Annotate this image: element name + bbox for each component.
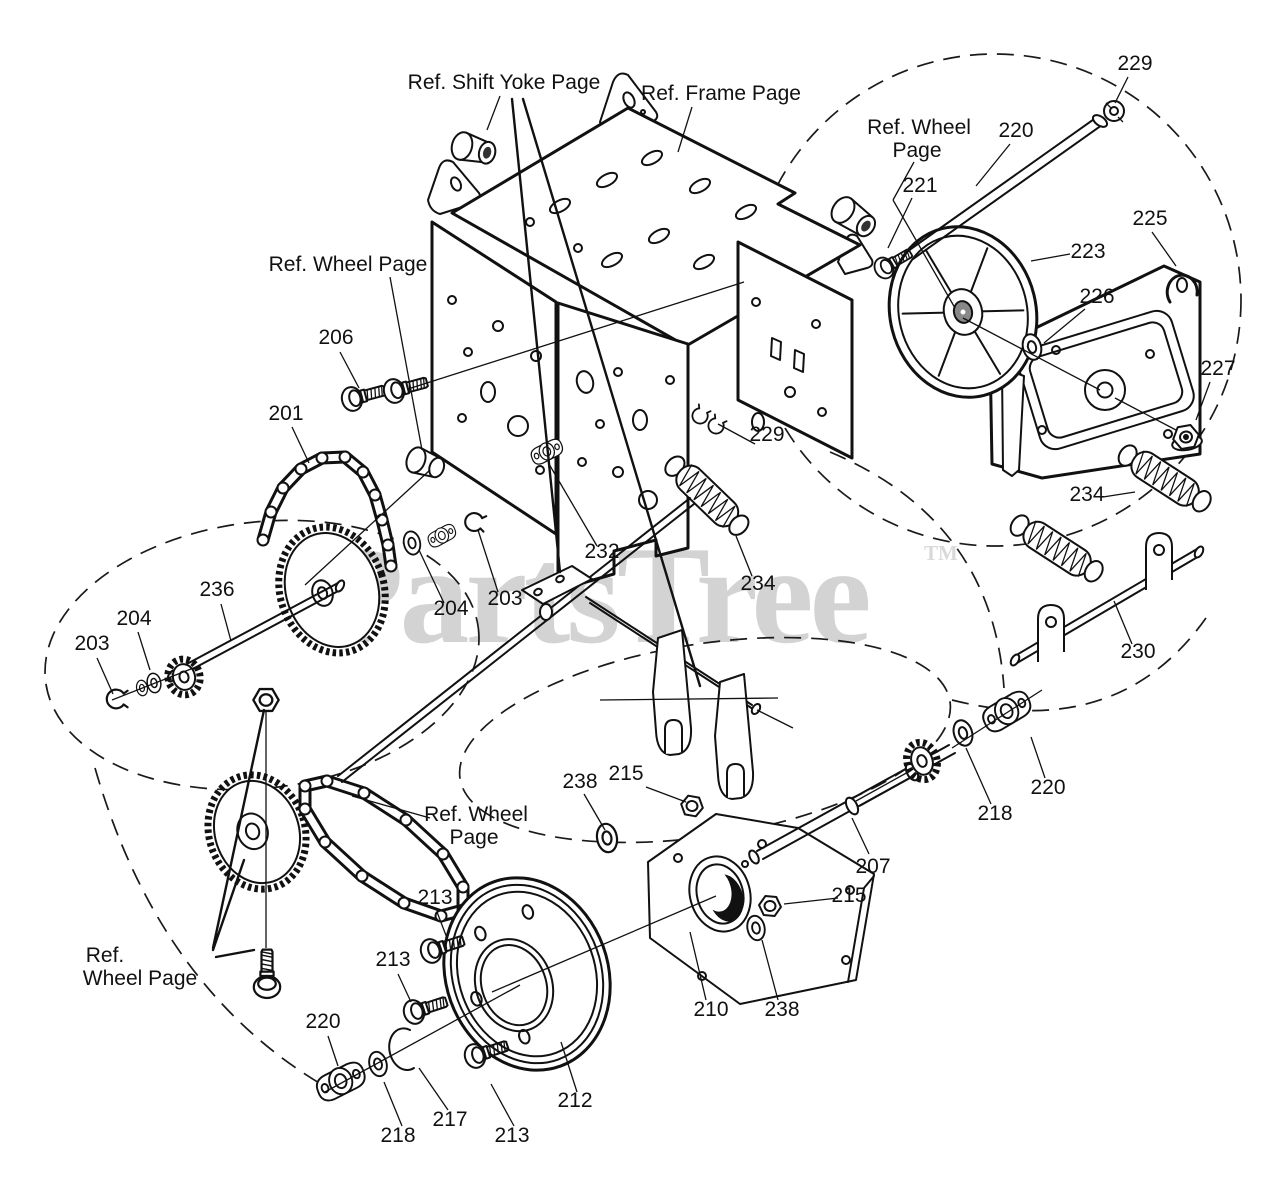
part-labels: Ref. Shift Yoke Page Ref. Frame Page Ref…: [74, 52, 1235, 1147]
label-213-b: 213: [375, 948, 410, 971]
label-238-bottom: 238: [764, 998, 799, 1021]
shift-fork: [652, 629, 755, 800]
label-229-mid: 229: [749, 423, 784, 446]
bushing-shift-yoke: [450, 131, 497, 165]
label-215-right: 215: [831, 884, 866, 907]
friction-drum-212: [442, 876, 612, 1072]
label-227: 227: [1200, 357, 1235, 380]
sprocket-207: [903, 738, 941, 784]
axle-220-top: [907, 114, 1109, 260]
nut-left: [252, 687, 280, 713]
shaft-bracket-a: [1145, 532, 1173, 590]
frame-left-plate-holes: [447, 295, 545, 475]
label-ref-wheel-page-top: Ref. Wheel: [867, 116, 971, 139]
clevis-bracket: [521, 565, 593, 621]
label-220-top: 220: [998, 119, 1033, 142]
frame-center-plate: [556, 301, 690, 592]
label-212: 212: [557, 1089, 592, 1112]
label-ref-wheel-page-mid: Page: [449, 826, 498, 849]
shaft-bracket-b: [1037, 604, 1065, 662]
frame-left-plate: [430, 220, 558, 536]
drive-gear-upper: [275, 523, 389, 657]
label-238-top: 238: [562, 770, 597, 793]
label-ref-wheel-page-left: Ref. Wheel Page: [269, 253, 428, 276]
panel-support-leg: [1001, 367, 1025, 477]
label-204-left: 204: [116, 607, 151, 630]
washer-218-bottom: [365, 1048, 391, 1080]
watermark-tm: TM: [924, 541, 958, 565]
assembly-axis-lines: [111, 199, 1177, 1093]
label-223: 223: [1070, 240, 1105, 263]
label-232: 232: [584, 540, 619, 563]
label-ref-wheel-page-bottom: Ref.: [86, 944, 125, 967]
washer-218-right: [949, 716, 977, 750]
label-218-right: 218: [977, 802, 1012, 825]
frame-right-plate-holes: [751, 297, 827, 432]
bolt-206-a: [338, 377, 389, 415]
wheel-spokes: [901, 247, 1025, 377]
label-213-a: 213: [417, 886, 452, 909]
label-201: 201: [268, 402, 303, 425]
label-203-mid: 203: [487, 587, 522, 610]
label-217: 217: [432, 1108, 467, 1131]
frame-deck-holes: [525, 149, 758, 271]
label-206: 206: [318, 326, 353, 349]
label-ref-wheel-page-mid: Ref. Wheel: [424, 803, 528, 826]
label-220-bottom: 220: [305, 1010, 340, 1033]
label-210: 210: [693, 998, 728, 1021]
clip-229-mid-b: [704, 413, 729, 438]
label-234-mid: 234: [740, 572, 775, 595]
bracket-225: [1165, 273, 1199, 304]
label-ref-wheel-page-top: Page: [892, 139, 941, 162]
hex-shaft-230: [1009, 532, 1205, 667]
label-ref-frame-page: Ref. Frame Page: [641, 82, 801, 105]
label-220-right: 220: [1030, 776, 1065, 799]
label-236: 236: [199, 578, 234, 601]
drive-chain-201: [256, 450, 398, 573]
label-221: 221: [902, 174, 937, 197]
side-panel: [988, 264, 1202, 480]
leader-lines: [96, 76, 1211, 1127]
frame-center-plate-holes: [575, 367, 675, 510]
label-230: 230: [1120, 640, 1155, 663]
shift-rod: [337, 497, 695, 783]
axle-207: [741, 744, 956, 868]
washer-238-top: [593, 821, 621, 855]
label-229-top: 229: [1117, 52, 1152, 75]
label-213-c: 213: [494, 1124, 529, 1147]
label-ref-shift-yoke-page: Ref. Shift Yoke Page: [408, 71, 601, 94]
label-207: 207: [855, 855, 890, 878]
nut-215-top: [678, 793, 706, 819]
label-ref-wheel-page-bottom: Wheel Page: [83, 967, 197, 990]
clip-229-top: [1103, 100, 1125, 123]
snap-ring-217: [388, 1027, 415, 1071]
flange-nut-227: [1171, 424, 1203, 452]
spring-234-lower: [1004, 507, 1109, 590]
label-203-left: 203: [74, 632, 109, 655]
label-215-top: 215: [608, 762, 643, 785]
bushing-221: [830, 196, 877, 238]
label-234-right: 234: [1069, 483, 1104, 506]
label-218-bottom: 218: [380, 1124, 415, 1147]
frame-assembly: [427, 72, 874, 592]
label-225: 225: [1132, 207, 1167, 230]
flange-bearing-220-bottom: [311, 1058, 370, 1105]
label-226: 226: [1079, 285, 1114, 308]
bolt-left-vertical: [252, 948, 282, 1000]
label-204-mid: 204: [433, 597, 468, 620]
flange-bearing-220-right: [977, 687, 1037, 736]
clip-203-left: [105, 688, 129, 710]
bolt-206-b: [380, 369, 431, 407]
bushing-wheel-page: [405, 446, 446, 479]
